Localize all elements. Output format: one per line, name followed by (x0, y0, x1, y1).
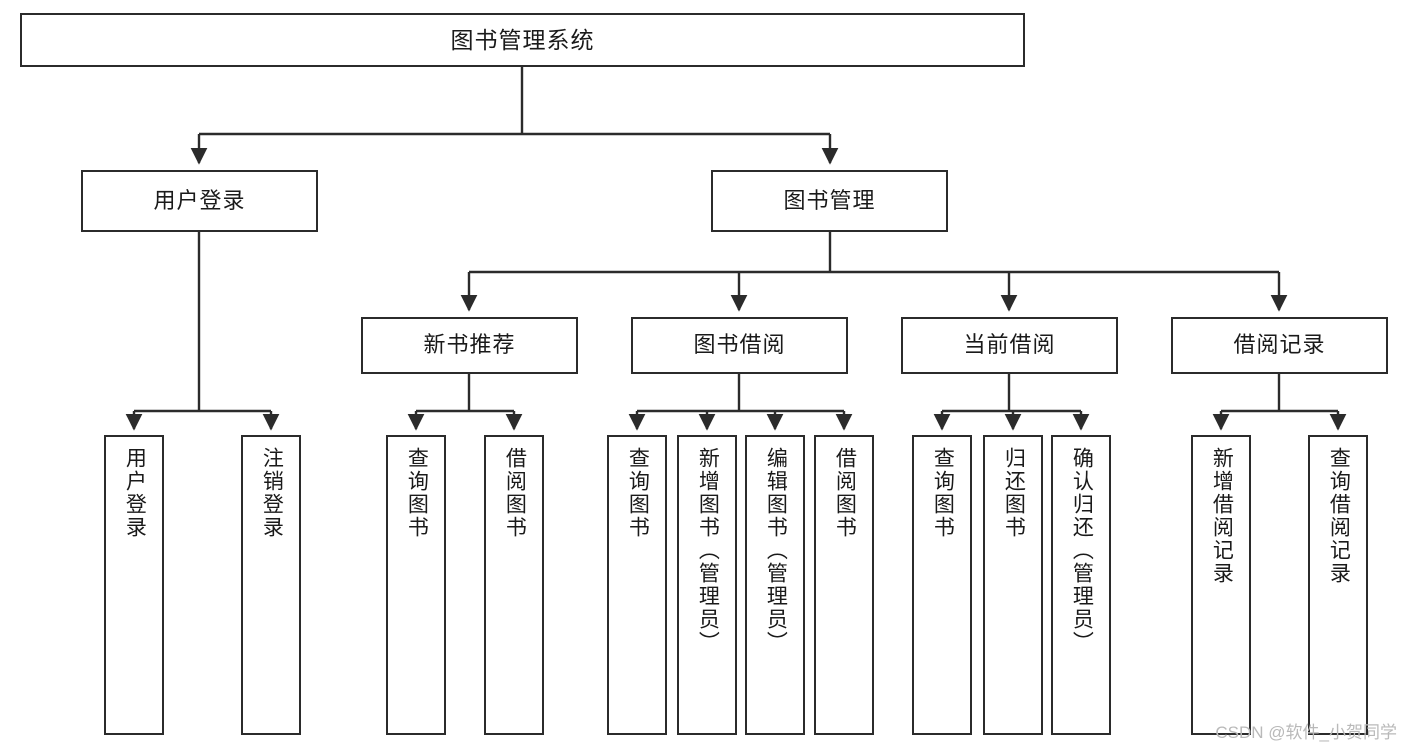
node-label: 借阅图书 (833, 447, 857, 539)
node-level2-1[interactable]: 图书管理 (711, 170, 948, 232)
node-label: 借阅图书 (503, 447, 527, 539)
node-label: 查询图书 (626, 447, 650, 539)
node-label: 借阅记录 (1233, 332, 1326, 358)
node-leaf-3[interactable]: 借阅图书 (484, 435, 544, 735)
node-label: 查询图书 (931, 447, 955, 539)
node-leaf-4[interactable]: 查询图书 (607, 435, 667, 735)
node-leaf-11[interactable]: 新增借阅记录 (1191, 435, 1251, 735)
node-root[interactable]: 图书管理系统 (20, 13, 1025, 67)
node-label: 新增图书（管理员） (696, 447, 720, 654)
node-leaf-2[interactable]: 查询图书 (386, 435, 446, 735)
node-label: 当前借阅 (963, 332, 1056, 358)
node-label: 查询借阅记录 (1327, 447, 1351, 585)
node-leaf-6[interactable]: 编辑图书（管理员） (745, 435, 805, 735)
node-level3-3[interactable]: 借阅记录 (1171, 317, 1388, 374)
node-label: 图书管理系统 (450, 26, 595, 53)
node-label: 查询图书 (405, 447, 429, 539)
node-level3-1[interactable]: 图书借阅 (631, 317, 848, 374)
node-label: 用户登录 (123, 447, 147, 539)
node-label: 注销登录 (260, 447, 284, 539)
node-label: 新增借阅记录 (1210, 447, 1234, 585)
node-label: 归还图书 (1002, 447, 1026, 539)
node-level3-2[interactable]: 当前借阅 (901, 317, 1118, 374)
node-level2-0[interactable]: 用户登录 (81, 170, 318, 232)
node-level3-0[interactable]: 新书推荐 (361, 317, 578, 374)
node-label: 用户登录 (153, 187, 246, 213)
node-label: 新书推荐 (423, 332, 516, 358)
node-leaf-5[interactable]: 新增图书（管理员） (677, 435, 737, 735)
node-label: 确认归还（管理员） (1070, 447, 1094, 654)
node-leaf-1[interactable]: 注销登录 (241, 435, 301, 735)
node-leaf-12[interactable]: 查询借阅记录 (1308, 435, 1368, 735)
node-leaf-8[interactable]: 查询图书 (912, 435, 972, 735)
node-leaf-10[interactable]: 确认归还（管理员） (1051, 435, 1111, 735)
node-label: 图书管理 (783, 187, 876, 213)
node-leaf-9[interactable]: 归还图书 (983, 435, 1043, 735)
node-label: 编辑图书（管理员） (764, 447, 788, 654)
node-leaf-0[interactable]: 用户登录 (104, 435, 164, 735)
node-leaf-7[interactable]: 借阅图书 (814, 435, 874, 735)
node-label: 图书借阅 (693, 332, 786, 358)
